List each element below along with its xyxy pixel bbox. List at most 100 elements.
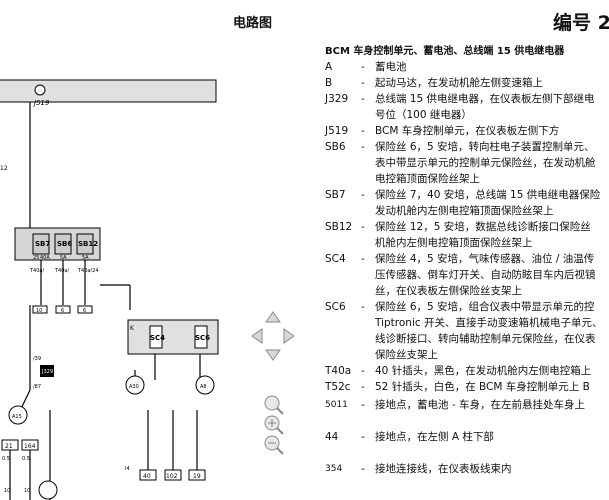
legend-dash: - [361, 77, 365, 89]
pan-up-icon[interactable] [265, 311, 281, 323]
legend-description-line: 接地点，在左侧 A 柱下部 [375, 431, 494, 443]
pan-down-icon[interactable] [265, 349, 281, 361]
view-tools-svg [251, 311, 295, 455]
wire-end-2: 10 [24, 488, 30, 494]
connector-block-2 [55, 305, 71, 314]
legend-entry: SC4-保险丝 4，5 安培，气味传感器、油位 / 油温传压传感器、倒车灯开关、… [325, 251, 609, 299]
terminal-box-3 [188, 469, 206, 481]
connector-circle-a30 [125, 375, 145, 395]
legend-description-line: 40 针插头，黑色，在发动机舱内左侧电控箱上 [375, 365, 592, 377]
legend-dash: - [361, 463, 365, 475]
legend-description-line: 保险丝 6，5 安培，转向柱电子装置控制单元、 [375, 141, 595, 153]
zoom-fit-icon[interactable] [264, 415, 284, 435]
connector-block-1 [32, 305, 48, 314]
j329-label: J329 [41, 369, 53, 375]
legend-description-line: 丝，在仪表板左侧保险丝支架上 [375, 285, 522, 297]
legend-dash: - [361, 365, 365, 377]
legend-entry: J329-总线端 15 供电继电器，在仪表板左侧下部继电号位（100 继电器） [325, 91, 609, 123]
terminal-label-2: 102 [166, 473, 178, 480]
t52c-label-39: /39 [33, 356, 41, 362]
legend-code: A [325, 61, 333, 73]
legend-description-line: 保险丝 6，5 安培，组合仪表中带显示单元的控 [375, 301, 595, 313]
connector-label-a8: A8 [200, 384, 207, 390]
j519-box [0, 79, 217, 103]
connector-block-3 [77, 305, 93, 314]
j519-label: J519 [32, 99, 50, 107]
terminal-label-3: 19 [193, 473, 201, 480]
legend-description: 保险丝 4，5 安培，气味传感器、油位 / 油温传压传感器、倒车灯开关、自动防眩… [375, 251, 609, 299]
legend-description-line: 号位（100 继电器） [375, 109, 472, 121]
j329-relay-box [40, 365, 54, 377]
legend-dash: - [361, 93, 365, 105]
connector-circle-a8 [195, 375, 215, 395]
wire-end-1: 10 [4, 488, 10, 494]
amp-label-3: 5A [60, 255, 67, 261]
circuit-diagram: J519 12 SB7 SB6 SB12 25 40A 5A 5A [0, 60, 245, 500]
legend-dash: - [361, 431, 365, 443]
legend-description: 52 针插头，白色，在 BCM 车身控制单元上 B [375, 379, 609, 395]
legend-description-line: Tiptronic 开关、直接手动变速箱机械电子单元、 [375, 317, 603, 329]
legend-dash: - [361, 399, 365, 411]
t52c-label-87: /87 [33, 384, 41, 390]
legend-code: J519 [325, 125, 349, 137]
legend-dash: - [361, 125, 365, 137]
legend-description: 40 针插头，黑色，在发动机舱内左侧电控箱上 [375, 363, 609, 379]
terminal-box-2 [164, 469, 182, 481]
amp-label-2: 40A [40, 255, 50, 261]
block-label-1: 10 [36, 308, 42, 314]
zoom-in-icon[interactable] [264, 395, 284, 415]
fuse-sc6 [194, 325, 208, 349]
terminal-box-left-1 [1, 439, 19, 451]
legend-description-line: 表中带显示单元的控制单元保险丝，在发动机舱 [375, 157, 596, 169]
legend-dash: - [361, 253, 365, 265]
fuse-sc4 [149, 325, 163, 349]
legend-dash: - [361, 381, 365, 393]
legend-dash: - [361, 301, 365, 313]
diagram-label-12: 12 [0, 165, 8, 172]
t40a-label-1: T40a/ [29, 268, 44, 274]
legend-description-line: BCM 车身控制单元，在仪表板左侧下方 [375, 125, 560, 137]
legend-description-line: 机舱内左侧电控箱顶面保险丝架上 [375, 237, 533, 249]
legend-entry: B-起动马达，在发动机舱左侧变速箱上 [325, 75, 609, 91]
legend-code: T52c [325, 381, 351, 393]
terminal-label-21: 21 [5, 443, 13, 450]
block-label-2: 6 [61, 308, 64, 314]
legend-dash: - [361, 61, 365, 73]
legend-dash: - [361, 221, 365, 233]
terminal-label-i4: I4 [125, 466, 130, 472]
zoom-out-icon[interactable] [264, 435, 284, 455]
k-label: K [130, 325, 135, 332]
legend-description-line: 52 针插头，白色，在 BCM 车身控制单元上 B [375, 381, 590, 393]
legend-entry: SB6-保险丝 6，5 安培，转向柱电子装置控制单元、表中带显示单元的控制单元保… [325, 139, 609, 187]
amp-label-1: 25 [33, 255, 39, 261]
pan-right-icon[interactable] [283, 328, 295, 344]
terminal-box-1 [139, 469, 157, 481]
legend-code: J329 [325, 93, 349, 105]
legend-entry: T52c-52 针插头，白色，在 BCM 车身控制单元上 B [325, 379, 609, 395]
legend-title: BCM 车身控制单元、蓄电池、总线端 15 供电继电器 [325, 46, 565, 57]
legend-description-line: 保险丝支架上 [375, 349, 438, 361]
connector-circle-a15 [8, 405, 28, 425]
legend-entry: SB7-保险丝 7，40 安培，总线端 15 供电继电器保险发动机舱内左侧电控箱… [325, 187, 609, 219]
legend-description-line: 起动马达，在发动机舱左侧变速箱上 [375, 77, 543, 89]
pan-left-icon[interactable] [251, 328, 263, 344]
legend-code: 354 [325, 464, 343, 474]
legend-code: SB6 [325, 141, 346, 153]
legend-entry: 5011-接地点，蓄电池 - 车身，在左前悬挂处车身上 [325, 397, 609, 413]
fuse-sb6 [54, 233, 72, 255]
legend-description: 接地点，蓄电池 - 车身，在左前悬挂处车身上 [375, 397, 609, 413]
wires [9, 102, 201, 500]
legend-description-line: 电控箱顶面保险丝架上 [375, 173, 480, 185]
legend-entry: A -蓄电池 [325, 59, 609, 75]
legend-entry: 354 -接地连接线，在仪表板线束内 [325, 461, 609, 477]
amp-label-4: 5A [82, 255, 89, 261]
wire-size-1: 0.5 [2, 456, 10, 462]
legend-description-line: 总线端 15 供电继电器，在仪表板左侧下部继电 [375, 93, 595, 105]
view-tools [248, 310, 298, 460]
block-label-3: 6 [83, 308, 86, 314]
fuse-sb7 [32, 233, 50, 255]
fuse-label-sc4: SC4 [150, 334, 165, 342]
legend-description: 接地连接线，在仪表板线束内 [375, 461, 609, 477]
legend-description-line: 蓄电池 [375, 61, 407, 73]
